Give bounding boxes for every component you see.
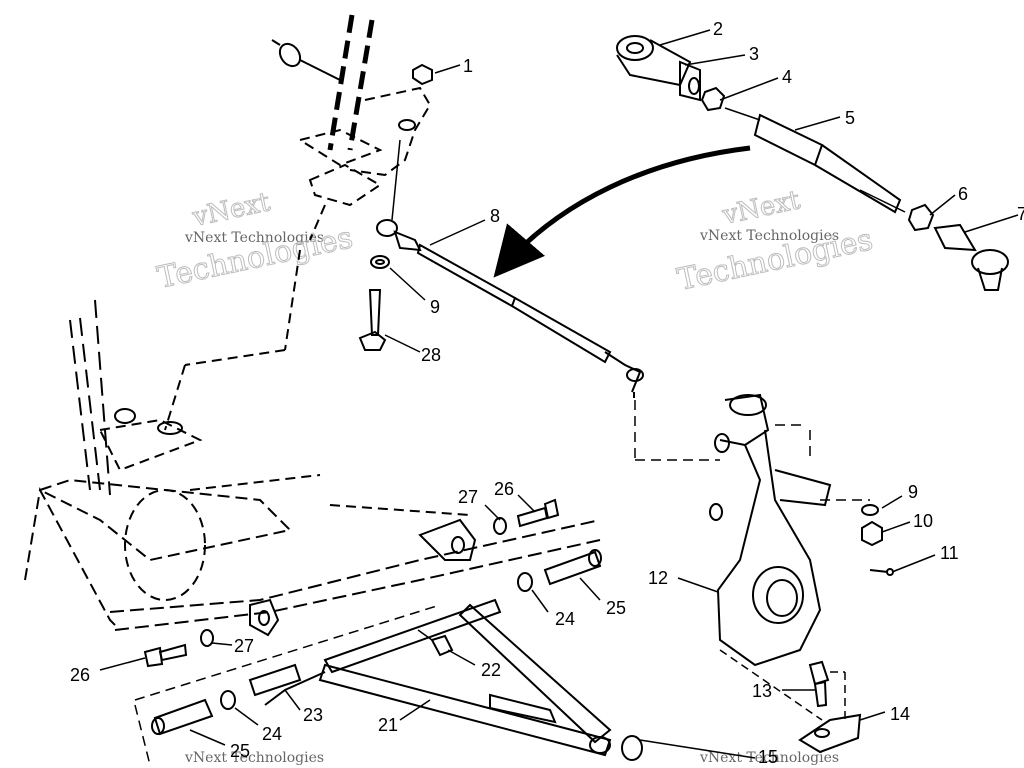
callout-27-upper: 27 — [458, 487, 478, 507]
callout-14: 14 — [890, 704, 910, 724]
callout-9-upper: 9 — [430, 297, 440, 317]
callout-13: 13 — [752, 681, 772, 701]
bolt-13 — [808, 660, 830, 708]
watermark-right: vNext Technologies vNext Technologies — [674, 185, 876, 299]
callout-28: 28 — [421, 345, 441, 365]
a-arm-21 — [264, 598, 643, 761]
washer-27-lower — [200, 629, 214, 647]
callout-24-lower: 24 — [262, 724, 282, 744]
callout-2: 2 — [713, 19, 723, 39]
callout-11: 11 — [940, 543, 959, 563]
callout-26-lower: 26 — [70, 665, 90, 685]
callout-5: 5 — [845, 108, 855, 128]
bolt-28 — [358, 289, 387, 351]
frame-front — [24, 299, 601, 631]
jam-nut-6 — [907, 203, 935, 232]
grease-fitting-22 — [417, 629, 454, 657]
nut-1 — [412, 63, 433, 86]
callout-8: 8 — [490, 206, 500, 226]
bushing-23 — [248, 663, 302, 697]
callout-21: 21 — [378, 715, 398, 735]
steering-post — [164, 14, 383, 431]
tie-rod-end-upper — [616, 35, 701, 102]
washer-24-lower — [220, 690, 236, 710]
callout-15: 15 — [758, 747, 778, 767]
callout-numbers: 1 2 3 4 5 6 7 8 9 28 9 10 11 12 13 14 15… — [70, 19, 1024, 767]
tie-rod-8 — [376, 219, 644, 398]
jam-nut-4 — [700, 86, 726, 112]
callout-24-upper: 24 — [555, 609, 575, 629]
a-arm-bracket-lower — [249, 598, 280, 637]
cotter-pin-11 — [869, 568, 894, 576]
a-arm-bracket-upper — [418, 518, 477, 561]
bushing-25-lower — [151, 698, 214, 736]
svg-text:vNext Technologies: vNext Technologies — [184, 230, 324, 246]
bolt-26-lower — [143, 643, 188, 668]
callout-22: 22 — [481, 660, 501, 680]
steering-arm — [349, 86, 432, 221]
callout-27-lower: 27 — [234, 636, 254, 656]
callout-7: 7 — [1017, 204, 1024, 224]
upper-rod-end — [271, 39, 341, 81]
bracket-14 — [798, 713, 862, 754]
callout-9-lower: 9 — [908, 482, 918, 502]
callout-23: 23 — [303, 705, 323, 725]
callout-12: 12 — [648, 568, 668, 588]
svg-text:vNext Technologies: vNext Technologies — [184, 750, 324, 766]
assembly-arrow — [493, 145, 751, 278]
washer-9-upper — [370, 255, 390, 269]
callout-26-upper: 26 — [494, 479, 514, 499]
spindle-12 — [709, 393, 832, 667]
nut-10 — [861, 520, 883, 547]
bolt-26-upper — [516, 498, 560, 528]
tie-rod-5 — [724, 107, 906, 214]
svg-text:vNext: vNext — [189, 187, 273, 233]
washer-24-upper — [517, 572, 533, 592]
watermark-left: vNext Technologies vNext Technologies — [154, 187, 356, 297]
callout-25-lower: 25 — [230, 741, 250, 761]
svg-text:vNext: vNext — [719, 185, 803, 231]
callout-6: 6 — [958, 184, 968, 204]
tie-rod-end-lower — [933, 223, 1009, 291]
washer-9-lower — [861, 504, 879, 516]
watermark-bottom: vNext Technologies vNext Technologies — [184, 750, 839, 766]
callout-10: 10 — [913, 511, 933, 531]
callout-1: 1 — [463, 56, 473, 76]
leader-lines — [99, 29, 1019, 759]
callout-3: 3 — [749, 44, 759, 64]
svg-text:vNext Technologies: vNext Technologies — [699, 228, 839, 244]
callout-25-upper: 25 — [606, 598, 626, 618]
washer-27-upper — [493, 517, 507, 535]
callout-4: 4 — [782, 67, 792, 87]
bushing-25-upper — [543, 549, 602, 586]
